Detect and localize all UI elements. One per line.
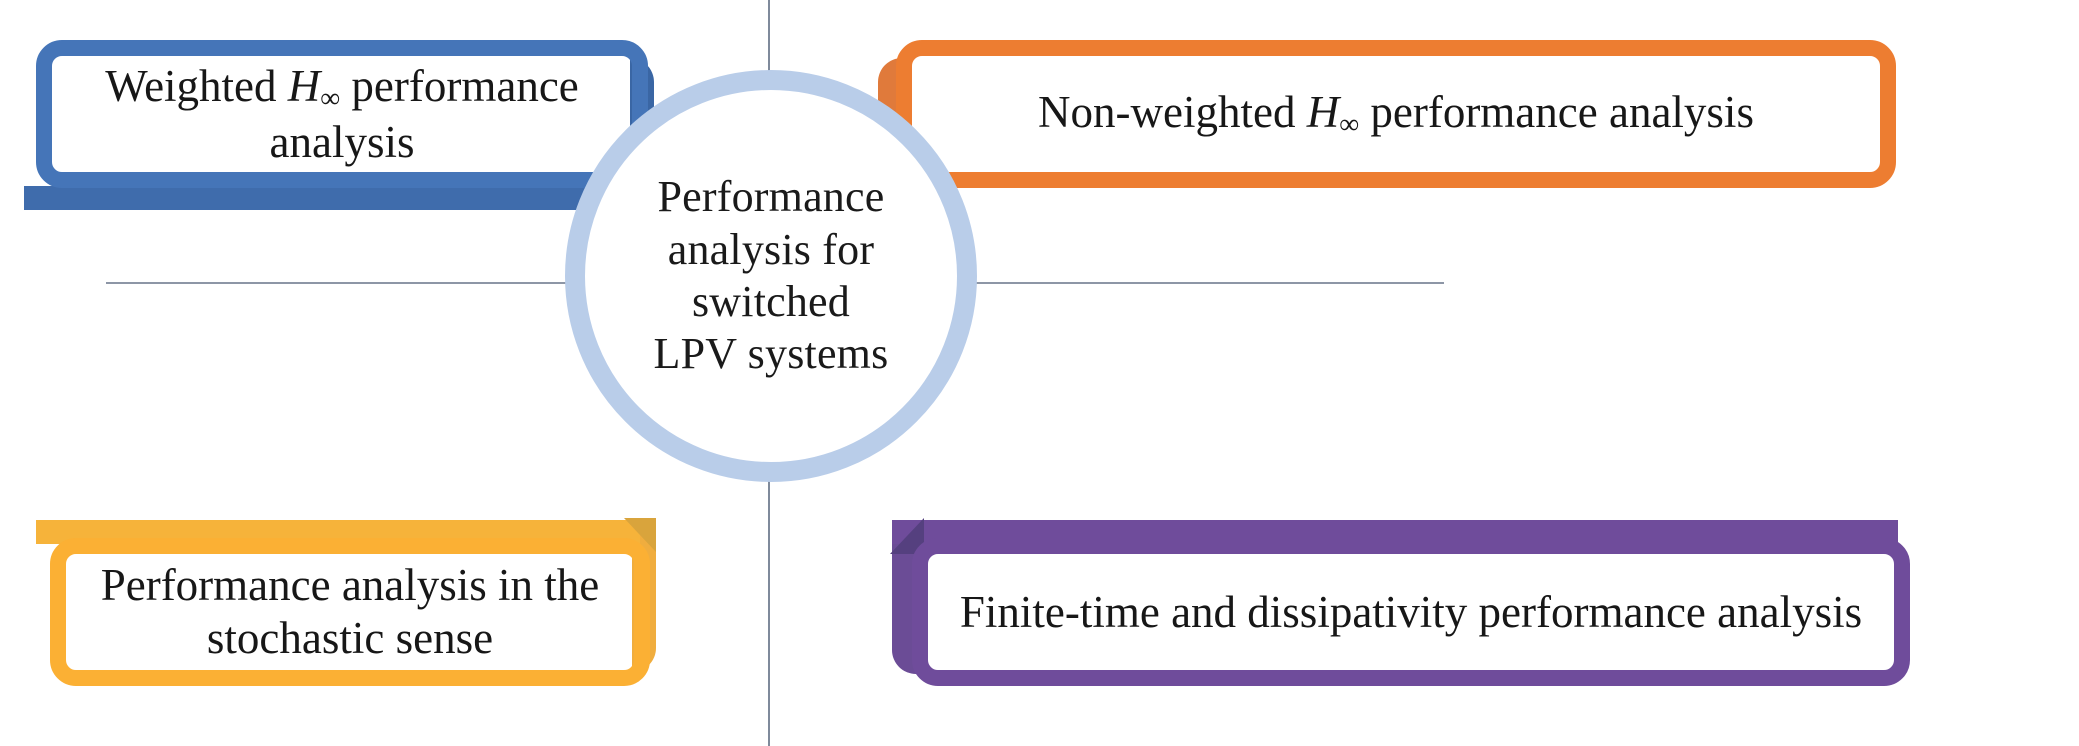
node-finite-time-dissipativity-frame <box>912 538 1910 686</box>
hub-line-2: analysis for <box>667 224 875 274</box>
h-infinity-symbol: H∞ <box>1306 87 1360 141</box>
node-weighted-hinf-label: Weighted H∞ performance analysis <box>36 40 648 188</box>
connector-line-right <box>972 282 1444 284</box>
node-weighted-hinf-text-after: performance analysis <box>269 60 579 167</box>
node-stochastic-label: Performance analysis in the stochastic s… <box>50 538 650 686</box>
node-stochastic[interactable]: Performance analysis in the stochastic s… <box>36 518 656 686</box>
node-non-weighted-hinf-text-after: performance analysis <box>1359 87 1754 138</box>
node-weighted-hinf[interactable]: Weighted H∞ performance analysis <box>24 40 654 212</box>
node-weighted-hinf-text-before: Weighted <box>105 60 288 111</box>
h-infinity-symbol: H∞ <box>287 60 341 114</box>
connector-line-top <box>768 0 770 78</box>
hub-label-lines: Performance analysis for switched LPV sy… <box>654 171 889 380</box>
connector-line-left <box>106 282 566 284</box>
node-stochastic-frame <box>50 538 650 686</box>
node-non-weighted-hinf-frame <box>896 40 1896 188</box>
node-weighted-hinf-frame <box>36 40 648 188</box>
node-finite-time-dissipativity-label: Finite-time and dissipativity performanc… <box>912 538 1910 686</box>
hub-label: Performance analysis for switched LPV sy… <box>585 90 957 462</box>
node-non-weighted-hinf-label: Non-weighted H∞ performance analysis <box>896 40 1896 188</box>
hub-line-4: LPV systems <box>653 329 889 379</box>
node-finite-time-dissipativity[interactable]: Finite-time and dissipativity performanc… <box>890 518 1910 686</box>
node-finite-time-dissipativity-text: Finite-time and dissipativity performanc… <box>959 586 1863 637</box>
node-non-weighted-hinf-text-before: Non-weighted <box>1038 87 1307 138</box>
node-non-weighted-hinf[interactable]: Non-weighted H∞ performance analysis <box>876 40 1896 212</box>
hub-line-1: Performance <box>657 172 885 222</box>
connector-line-bottom <box>768 470 770 746</box>
hub-line-3: switched <box>691 277 850 326</box>
node-weighted-hinf-edge-bottom <box>24 186 642 210</box>
node-stochastic-text: Performance analysis in the stochastic s… <box>100 560 600 663</box>
